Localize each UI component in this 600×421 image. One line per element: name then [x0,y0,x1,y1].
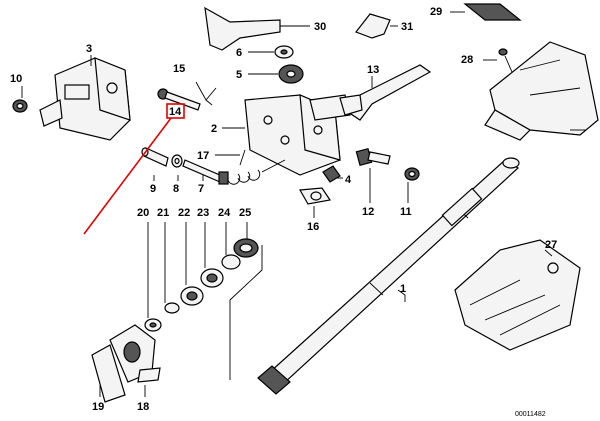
part-19-plate [91,344,126,403]
callout-12: 12 [362,206,374,218]
callout-15: 15 [173,63,185,75]
callout-23: 23 [197,207,209,219]
part-20-ring [144,318,162,332]
callout-30: 30 [314,21,326,33]
callout-8: 8 [173,183,179,195]
callout-9: 9 [150,183,156,195]
callout-2: 2 [211,123,217,135]
part-5-grommet [278,64,304,84]
part-29-cap [463,3,522,21]
part-11-nut [404,167,420,181]
callout-29: 29 [430,6,442,18]
callout-18: 18 [137,401,149,413]
callout-24: 24 [218,207,231,219]
part-8-washer [171,154,183,168]
part-21-washer [164,302,180,314]
callout-19: 19 [92,401,104,413]
part-28-screw [498,48,513,73]
part-1-steering-column [257,157,520,395]
highlight-pointer [83,117,172,235]
callout-16: 16 [307,221,319,233]
callout-3: 3 [86,43,92,55]
callout-25: 25 [239,207,251,219]
callout-5: 5 [236,69,242,81]
callout-6: 6 [236,47,242,59]
part-24-ring [221,254,241,270]
bearing-stack [144,222,259,332]
callout-14: 14 [169,106,182,118]
callout-22: 22 [178,207,190,219]
highlight-box [166,103,185,119]
callout-31: 31 [401,21,413,33]
part-6-bushing [274,45,294,59]
callout-17: 17 [197,150,209,162]
callout-13: 13 [367,64,379,76]
part-17-spring [227,149,286,185]
callout-1: 1 [400,283,406,295]
callout-28: 28 [461,54,473,66]
part-7-bolt [182,159,229,185]
callout-labels: 1 2 3 4 5 6 7 8 9 10 11 12 13 14 15 16 1… [10,6,557,413]
callout-10: 10 [10,73,22,85]
part-4-nut [322,165,341,183]
part-15-bolt [157,88,201,111]
part-12-bolt [355,147,391,167]
upper-shroud [484,41,599,141]
part-3-housing [39,57,131,141]
part-18-bracket [109,324,161,383]
callout-4: 4 [345,174,352,186]
callout-7: 7 [198,183,204,195]
part-30-plate [204,6,281,51]
part-31-clip [355,13,391,39]
part-16-bushing [299,187,332,205]
part-27-lower-shroud [454,239,581,351]
callout-20: 20 [137,207,149,219]
part-2-bracket [244,94,351,176]
part-13-lever [339,64,432,121]
part-14-clip [195,81,217,106]
part-22-bearing [180,286,204,306]
part-23-bearing [200,268,224,288]
part-10-nut [12,99,28,113]
callout-11: 11 [400,206,412,218]
part-25-seal [233,238,259,258]
catalog-number: 00011482 [515,411,546,418]
callout-27: 27 [545,239,557,251]
highlight-marker [83,103,185,235]
callout-21: 21 [157,207,169,219]
